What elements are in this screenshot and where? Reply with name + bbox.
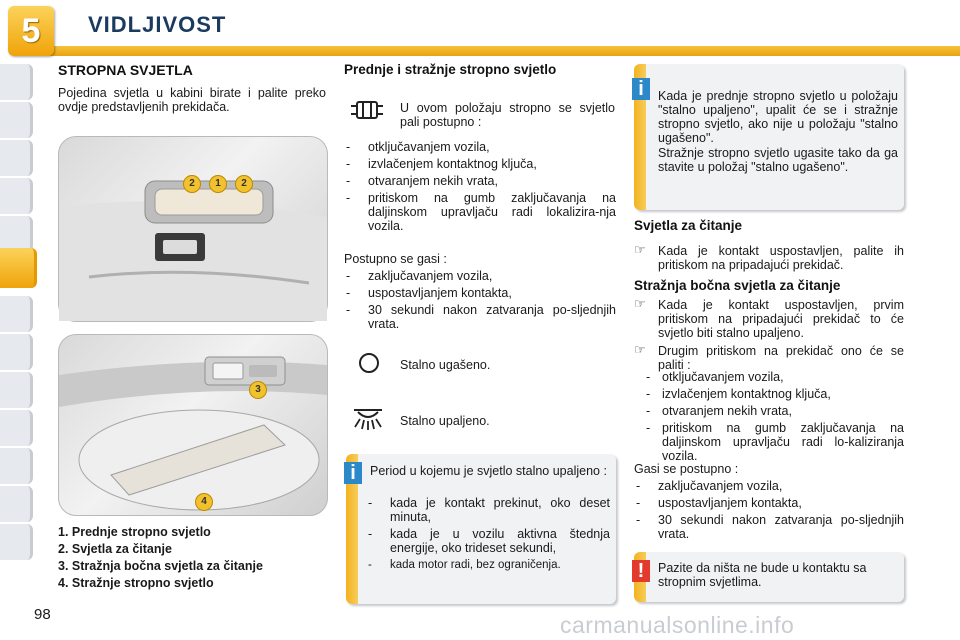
light-off-icon (358, 352, 380, 374)
callout-2: 2 (183, 175, 201, 193)
list-item: kada je kontakt prekinut, oko deset minu… (366, 496, 610, 524)
list-item: kada motor radi, bez ograničenja. (366, 558, 610, 572)
side-tab[interactable] (0, 486, 33, 522)
chapter-number: 5 (21, 12, 41, 50)
legend-item-1: 1. Prednje stropno svjetlo (58, 525, 211, 539)
list-item: Drugim pritiskom na prekidač ono će se p… (634, 343, 904, 372)
list-item: otvaranjem nekih vrata, (344, 174, 616, 188)
off-intro: Postupno se gasi : (344, 252, 447, 266)
warning-text: Pazite da ništa ne bude u kontaktu sa st… (658, 561, 867, 589)
list-item: Kada je kontakt uspostavljen, palite ih … (634, 243, 904, 272)
off-intro: Gasi se postupno : (634, 462, 739, 476)
legend: 1. Prednje stropno svjetlo 2. Svjetla za… (58, 524, 338, 592)
list-item: pritiskom na gumb zaključavanja na dalji… (344, 191, 616, 233)
list-item: Kada je kontakt uspostavljen, prvim prit… (634, 297, 904, 340)
info-box-bar (346, 454, 358, 604)
watermark: carmanualsonline.info (560, 612, 795, 638)
info-paragraph-2: Stražnje stropno svjetlo ugasite tako da… (658, 146, 898, 174)
section-heading: Stražnja bočna svjetla za čitanje (634, 278, 841, 293)
callout-3: 3 (249, 381, 267, 399)
light-on-icon (350, 406, 386, 432)
list-item: otključavanjem vozila, (634, 370, 904, 384)
list-item: zaključavanjem vozila, (634, 479, 904, 493)
list-item: izvlačenjem kontaktnog ključa, (344, 157, 616, 171)
side-tab[interactable] (0, 524, 33, 560)
section-heading: Svjetla za čitanje (634, 218, 743, 233)
side-tab[interactable] (0, 372, 33, 408)
list-item: kada je u vozilu aktivna štednja energij… (366, 527, 610, 555)
page-title: VIDLJIVOST (88, 12, 227, 37)
list-item: zaključavanjem vozila, (344, 269, 616, 283)
off-list: zaključavanjem vozila, uspostavljanjem k… (634, 479, 904, 544)
side-tab[interactable] (0, 296, 33, 332)
intro-text: Pojedina svjetla u kabini birate i palit… (58, 86, 326, 114)
side-tab[interactable] (0, 410, 33, 446)
front-ceiling-light-photo: 2 1 2 (58, 136, 328, 322)
legend-item-4: 4. Stražnje stropno svjetlo (58, 576, 214, 590)
list-item: otvaranjem nekih vrata, (634, 404, 904, 418)
side-tab[interactable] (0, 448, 33, 484)
page-number: 98 (34, 606, 51, 623)
warning-box: ! Pazite da ništa ne bude u kontaktu sa … (632, 552, 904, 602)
side-tab[interactable] (0, 334, 33, 370)
always-on-text: Stalno upaljeno. (400, 414, 490, 428)
legend-item-2: 2. Svjetla za čitanje (58, 542, 172, 556)
note-intro: Period u kojemu je svjetlo stalno upalje… (370, 464, 607, 478)
chapter-badge (8, 6, 54, 56)
legend-item-3: 3. Stražnja bočna svjetla za čitanje (58, 559, 263, 573)
info-box-period: i Period u kojemu je svjetlo stalno upal… (344, 454, 616, 604)
list-item: pritiskom na gumb zaključavanja na dalji… (634, 421, 904, 463)
always-off-text: Stalno ugašeno. (400, 358, 491, 372)
list-item: izvlačenjem kontaktnog ključa, (634, 387, 904, 401)
side-tab[interactable] (0, 64, 33, 100)
on-list: otključavanjem vozila, izvlačenjem konta… (344, 140, 616, 236)
rear-list: Kada je kontakt uspostavljen, prvim prit… (634, 297, 904, 376)
side-tab[interactable] (0, 102, 33, 138)
header-rule (40, 46, 960, 56)
rear-lights-illustration (59, 356, 327, 511)
list-item: otključavanjem vozila, (344, 140, 616, 154)
side-tab[interactable] (0, 216, 33, 252)
list-item: 30 sekundi nakon zatvaranja po-sljednjih… (634, 513, 904, 541)
side-tab[interactable] (0, 178, 33, 214)
door-mode-icon (350, 98, 384, 122)
list-item: uspostavljanjem kontakta, (344, 286, 616, 300)
front-ceiling-light-illustration (59, 180, 327, 321)
info-paragraph-1: Kada je prednje stropno svjetlo u položa… (658, 89, 898, 145)
callout-1: 1 (209, 175, 227, 193)
info-icon: i (344, 462, 362, 484)
info-box-rear-light: i Kada je prednje stropno svjetlo u polo… (632, 64, 904, 210)
off-list: zaključavanjem vozila, uspostavljanjem k… (344, 269, 616, 334)
info-box-bar (634, 64, 646, 210)
rear-sub-list: otključavanjem vozila, izvlačenjem konta… (634, 370, 904, 466)
warning-icon: ! (632, 560, 650, 582)
info-icon: i (632, 78, 650, 100)
note-list: kada je kontakt prekinut, oko deset minu… (366, 496, 610, 575)
section-heading: Prednje i stražnje stropno svjetlo (344, 62, 557, 77)
rear-lights-photo: 3 4 (58, 334, 328, 516)
reading-list: Kada je kontakt uspostavljen, palite ih … (634, 243, 904, 276)
list-item: uspostavljanjem kontakta, (634, 496, 904, 510)
side-tab[interactable] (0, 140, 33, 176)
list-item: 30 sekundi nakon zatvaranja po-sljednjih… (344, 303, 616, 331)
side-tab-active[interactable] (0, 248, 37, 288)
section-heading: STROPNA SVJETLA (58, 62, 193, 78)
door-mode-text: U ovom položaju stropno se svjetlo pali … (400, 101, 615, 129)
callout-2: 2 (235, 175, 253, 193)
callout-4: 4 (195, 493, 213, 511)
